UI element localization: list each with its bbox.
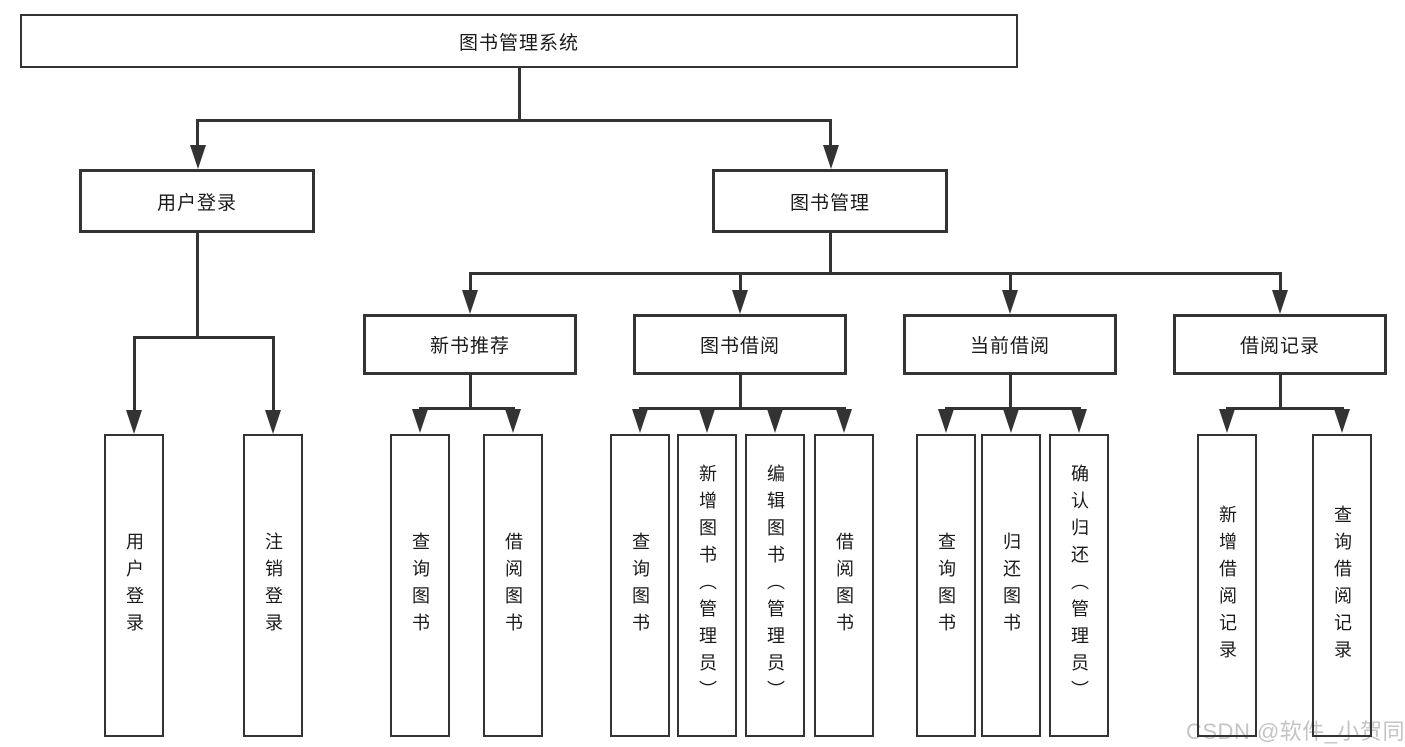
arrow-down-icon	[1002, 290, 1018, 314]
node-label: 当前借阅	[969, 336, 1050, 357]
arrow-down-icon	[732, 290, 748, 314]
arrow-down-icon	[190, 145, 206, 169]
leaf-label: 查询图书	[936, 531, 956, 640]
connector-line	[639, 407, 846, 410]
connector-line	[518, 68, 521, 120]
connector-line	[196, 119, 832, 122]
leaf-confirm-return-admin: 确认归还（管理员）	[1049, 434, 1109, 737]
leaf-query-borrow-record: 查询借阅记录	[1312, 434, 1372, 737]
leaf-add-borrow-record: 新增借阅记录	[1197, 434, 1257, 737]
node-label: 图书管理	[789, 192, 870, 214]
arrow-down-icon	[823, 145, 839, 169]
arrow-down-icon	[126, 410, 142, 434]
arrow-down-icon	[412, 409, 428, 433]
connector-line	[829, 233, 832, 273]
connector-line	[196, 233, 199, 337]
leaf-label: 借阅图书	[503, 531, 523, 640]
leaf-query-books-borrowing: 查询图书	[610, 434, 670, 737]
connector-line	[133, 336, 136, 412]
leaf-query-books-recommend: 查询图书	[390, 434, 450, 737]
arrow-down-icon	[265, 410, 281, 434]
node-library-management-system: 图书管理系统	[20, 14, 1018, 68]
node-borrowing-records: 借阅记录	[1173, 314, 1387, 375]
leaf-borrow-books-recommend: 借阅图书	[483, 434, 543, 737]
connector-line	[829, 119, 832, 147]
leaf-label: 归还图书	[1001, 531, 1021, 640]
node-label: 新书推荐	[429, 336, 510, 357]
arrow-down-icon	[1272, 290, 1288, 314]
connector-line	[1226, 407, 1344, 410]
connector-line	[272, 336, 275, 412]
leaf-user-login: 用户登录	[104, 434, 164, 737]
leaf-label: 确认归还（管理员）	[1069, 464, 1089, 707]
arrow-down-icon	[767, 409, 783, 433]
leaf-label: 新增图书（管理员）	[697, 464, 717, 707]
connector-line	[196, 119, 199, 147]
arrow-down-icon	[836, 409, 852, 433]
connector-line	[419, 407, 515, 410]
leaf-label: 查询借阅记录	[1332, 504, 1352, 667]
arrow-down-icon	[632, 409, 648, 433]
node-book-management: 图书管理	[712, 169, 948, 233]
leaf-logout: 注销登录	[243, 434, 303, 737]
connector-line	[1009, 374, 1012, 408]
leaf-edit-book-admin: 编辑图书（管理员）	[745, 434, 805, 737]
connector-line	[469, 374, 472, 408]
connector-line	[1279, 272, 1282, 292]
leaf-label: 查询图书	[410, 531, 430, 640]
node-label: 用户登录	[156, 192, 237, 214]
arrow-down-icon	[1003, 409, 1019, 433]
leaf-query-books-current: 查询图书	[916, 434, 976, 737]
leaf-add-book-admin: 新增图书（管理员）	[677, 434, 737, 737]
connector-line	[133, 336, 275, 339]
arrow-down-icon	[462, 290, 478, 314]
node-book-borrowing: 图书借阅	[633, 314, 847, 375]
leaf-borrow-books: 借阅图书	[814, 434, 874, 737]
connector-line	[469, 272, 472, 292]
node-label: 图书管理系统	[458, 32, 579, 54]
arrow-down-icon	[505, 409, 521, 433]
leaf-label: 注销登录	[263, 531, 283, 640]
connector-line	[469, 272, 1282, 275]
leaf-label: 用户登录	[124, 531, 144, 640]
watermark: CSDN @软件_小贺同学	[1186, 719, 1405, 744]
arrow-down-icon	[1219, 409, 1235, 433]
leaf-label: 新增借阅记录	[1217, 504, 1237, 667]
leaf-label: 编辑图书（管理员）	[765, 464, 785, 707]
leaf-label: 借阅图书	[834, 531, 854, 640]
arrow-down-icon	[938, 409, 954, 433]
connector-line	[945, 407, 1081, 410]
node-user-login: 用户登录	[79, 169, 315, 233]
leaf-return-books: 归还图书	[981, 434, 1041, 737]
arrow-down-icon	[699, 409, 715, 433]
connector-line	[739, 374, 742, 408]
connector-line	[1279, 374, 1282, 408]
leaf-label: 查询图书	[630, 531, 650, 640]
node-current-borrowing: 当前借阅	[903, 314, 1117, 375]
arrow-down-icon	[1071, 409, 1087, 433]
node-label: 图书借阅	[699, 336, 780, 357]
arrow-down-icon	[1334, 409, 1350, 433]
node-label: 借阅记录	[1239, 336, 1320, 357]
connector-line	[1009, 272, 1012, 292]
connector-line	[739, 272, 742, 292]
node-new-book-recommendation: 新书推荐	[363, 314, 577, 375]
